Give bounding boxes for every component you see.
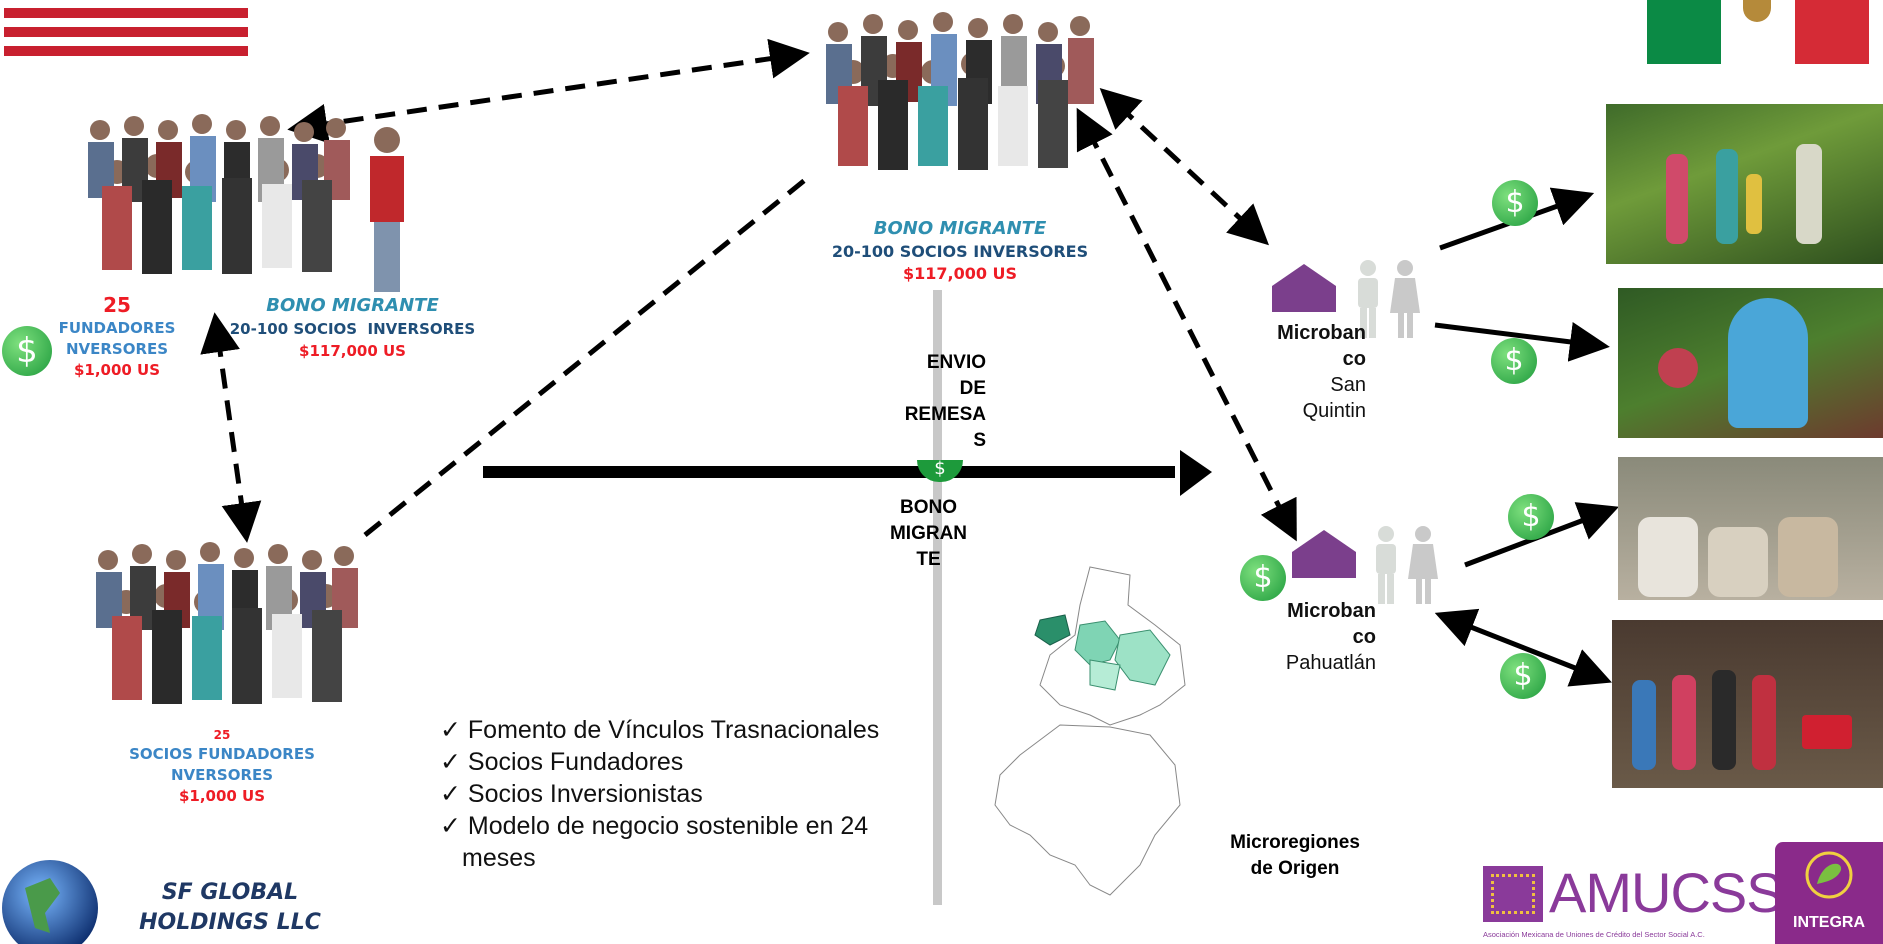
photo-flower-field <box>1618 288 1883 438</box>
benefits-checklist: Fomento de Vínculos Trasnacionales Socio… <box>440 714 910 874</box>
top-bono-subtitle: 20-100 SOCIOS INVERSORES <box>831 242 1089 261</box>
arrow-center-to-microbanco-1 <box>1099 87 1269 246</box>
microbanco-1-name: Microban co <box>1277 322 1366 370</box>
integra-logo: INTEGRA <box>1775 842 1883 944</box>
dollar-coin-icon: $ <box>1491 338 1537 384</box>
map-label: Microregiones de Origen <box>1230 832 1360 879</box>
house-icon <box>1292 530 1356 578</box>
bottom-label2: NVERSORES <box>170 766 274 784</box>
checklist-item: Socios Inversionistas <box>440 778 910 810</box>
left-bono-title: BONO MIGRANTE <box>266 295 439 316</box>
checklist-item: Modelo de negocio sostenible en 24 meses <box>440 810 910 874</box>
crowd-image-left <box>88 114 404 292</box>
top-bono-block: BONO MIGRANTE 20-100 SOCIOS INVERSORES $… <box>810 218 1110 283</box>
dollar-coin-icon: $ <box>1500 653 1546 699</box>
photo-community-group <box>1612 620 1883 788</box>
checklist-item: Fomento de Vínculos Trasnacionales <box>440 714 910 746</box>
people-icon <box>1376 526 1438 604</box>
bottom-count: 25 <box>213 728 231 742</box>
left-founders-block: 25 FUNDADORES NVERSORES $1,000 US <box>48 293 186 379</box>
top-bono-amount: $117,000 US <box>902 264 1018 283</box>
mexico-flag <box>1647 0 1869 64</box>
bottom-label1: SOCIOS FUNDADORES <box>129 745 315 763</box>
dollar-coin-icon: $ <box>1508 494 1554 540</box>
crowd-image-top <box>826 12 1094 170</box>
left-count: 25 <box>103 293 131 317</box>
checklist-item: Socios Fundadores <box>440 746 910 778</box>
microbanco-1-place: San Quintin <box>1302 374 1366 422</box>
left-label2: NVERSORES <box>65 340 169 358</box>
bono-migrante-flow-label: BONO MIGRAN TE <box>889 497 968 570</box>
left-label1: FUNDADORES <box>58 319 176 337</box>
microbanco-2-label: Microban co Pahuatlán <box>1250 598 1376 676</box>
bottom-amount: $1,000 US <box>178 787 266 805</box>
us-flag-stripes <box>4 8 248 66</box>
left-bono-block: BONO MIGRANTE 20-100 SOCIOS INVERSORES $… <box>225 295 480 360</box>
leaf-icon <box>1805 851 1853 899</box>
left-bono-subtitle: 20-100 SOCIOS INVERSORES <box>229 320 476 338</box>
dollar-coin-icon: $ <box>1492 180 1538 226</box>
photo-farmers-forest <box>1606 104 1883 264</box>
house-icon <box>1272 264 1336 312</box>
arrow-left-to-center <box>287 38 810 144</box>
arrow-left-to-bottom <box>200 312 262 543</box>
integra-wordmark: INTEGRA <box>1793 914 1865 931</box>
company-name: SF GLOBAL HOLDINGS LLC <box>139 880 321 935</box>
amucss-logo: AMUCSS Asociación Mexicana de Uniones de… <box>1483 861 1784 944</box>
microbanco-2-place: Pahuatlán <box>1285 652 1376 674</box>
globe-icon <box>2 860 98 944</box>
dollar-coin-icon: $ <box>2 326 52 376</box>
dollar-coin-icon: $ <box>917 460 963 482</box>
dollar-coin-icon: $ <box>1240 555 1286 601</box>
microbanco-1-label: Microban co San Quintin <box>1240 320 1366 424</box>
people-icon <box>1358 260 1420 338</box>
bottom-founders-block: 25 SOCIOS FUNDADORES NVERSORES $1,000 US <box>95 728 349 805</box>
puebla-map <box>994 566 1186 896</box>
top-bono-title: BONO MIGRANTE <box>873 218 1047 239</box>
left-amount: $1,000 US <box>73 361 161 379</box>
left-bono-amount: $117,000 US <box>299 342 406 360</box>
microbanco-2-name: Microban co <box>1287 600 1376 648</box>
crowd-image-bottom <box>96 542 358 704</box>
photo-grain-sacks <box>1618 457 1883 600</box>
amucss-subtitle: Asociación Mexicana de Uniones de Crédit… <box>1483 930 1705 939</box>
arrow-center-to-microbanco-2 <box>1076 107 1297 542</box>
remesas-label: ENVIO DE REMESA S <box>904 352 986 451</box>
amucss-wordmark: AMUCSS <box>1549 861 1784 924</box>
